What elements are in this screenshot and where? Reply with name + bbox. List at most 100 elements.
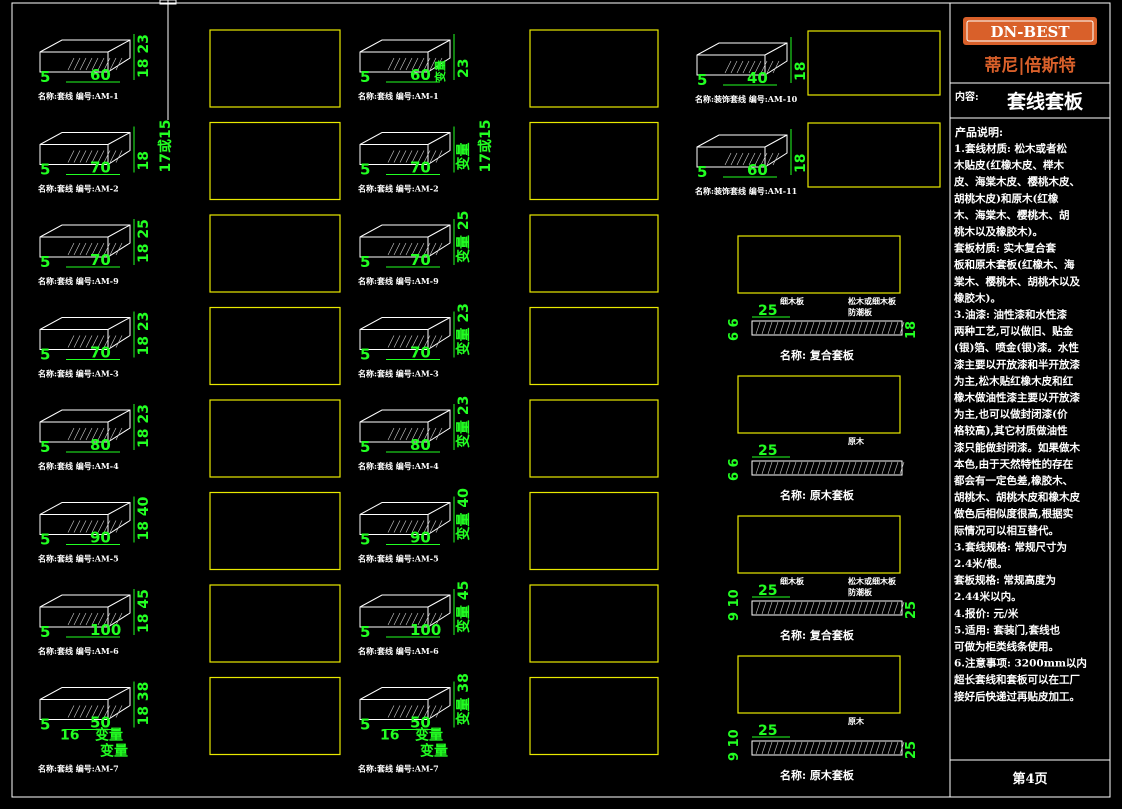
height-dim: 变量 40 xyxy=(455,488,472,541)
wood-grain xyxy=(73,335,81,348)
wood-grain xyxy=(845,321,851,335)
wood-grain xyxy=(742,152,750,166)
height-dim: 变量 25 xyxy=(455,211,472,263)
wood-grain xyxy=(405,612,413,626)
wood-grain xyxy=(73,520,81,533)
wood-grain xyxy=(103,335,111,348)
wood-grain xyxy=(724,60,732,74)
variable-dim: 变量 xyxy=(95,727,123,744)
height-dim: 18 38 xyxy=(136,682,152,726)
wood-grain xyxy=(423,242,431,256)
wood-grain xyxy=(730,60,738,74)
wood-grain xyxy=(429,612,437,626)
desc-line: 2.44米以内。 xyxy=(954,590,1022,603)
wood-grain xyxy=(869,461,875,475)
height-dim: 变量 23 xyxy=(455,303,472,355)
wood-grain xyxy=(85,150,93,163)
width-dim: 70 xyxy=(90,159,111,177)
wood-grain xyxy=(779,601,785,615)
wood-grain xyxy=(755,461,761,475)
wood-grain xyxy=(839,741,845,755)
wood-grain xyxy=(417,520,425,533)
wood-grain xyxy=(755,321,761,335)
wood-grain xyxy=(79,705,87,718)
depth-dim: 5 xyxy=(40,161,50,179)
wood-grain xyxy=(417,705,425,718)
wood-grain xyxy=(405,335,413,348)
profile-outline xyxy=(359,317,451,350)
content-label: 内容: xyxy=(955,90,979,103)
profile-edge xyxy=(107,224,131,238)
wood-grain xyxy=(109,335,117,348)
profile-edge xyxy=(427,687,451,700)
side-dim: 17或15 xyxy=(477,120,494,173)
image-placeholder xyxy=(209,584,341,663)
wood-grain xyxy=(411,427,419,441)
wood-grain xyxy=(91,150,99,163)
board-right-dim: 25 xyxy=(904,601,919,619)
wood-grain xyxy=(411,242,419,256)
wood-grain xyxy=(97,57,105,71)
image-placeholder xyxy=(209,121,341,201)
wood-grain xyxy=(815,321,821,335)
image-placeholder xyxy=(807,30,941,96)
board-note: 松木或细木板 xyxy=(848,576,897,586)
wood-grain xyxy=(405,150,413,163)
board-note: 原木 xyxy=(848,716,865,726)
wood-grain xyxy=(772,152,780,166)
board-right-dim: 18 xyxy=(904,321,919,339)
profile-outline xyxy=(39,132,131,165)
wood-grain xyxy=(766,60,774,74)
wood-grain xyxy=(887,601,893,615)
wood-grain xyxy=(387,612,395,626)
wood-grain xyxy=(387,242,395,256)
board-left-dim: 6 6 xyxy=(727,458,742,481)
wood-grain xyxy=(405,520,413,533)
desc-line: 套板规格: 常规高度为 xyxy=(953,574,1056,587)
profile-caption: 名称:装饰套线 编号:AM-11 xyxy=(695,186,797,196)
profile-edge xyxy=(427,224,451,238)
width-dim: 100 xyxy=(90,621,121,639)
depth-dim: 5 xyxy=(360,253,370,271)
height-dim: 18 23 xyxy=(136,34,152,78)
depth-dim: 5 xyxy=(697,163,707,181)
wood-grain xyxy=(893,321,899,335)
profile-edge xyxy=(764,134,788,148)
board-caption: 名称: 复合套板 xyxy=(780,348,855,362)
variable-dim: 变量 xyxy=(420,743,448,760)
wood-grain xyxy=(91,242,99,256)
wood-grain xyxy=(893,461,899,475)
wood-grain xyxy=(851,601,857,615)
wood-grain xyxy=(773,321,779,335)
profile-caption: 名称:套线 编号:AM-6 xyxy=(38,646,119,656)
height-dim: 18 45 xyxy=(136,589,152,633)
wood-grain xyxy=(742,60,750,74)
wood-grain xyxy=(779,461,785,475)
board-note: 防潮板 xyxy=(848,307,873,317)
wood-grain xyxy=(772,60,780,74)
profile-edge xyxy=(107,317,131,330)
depth-dim: 5 xyxy=(360,438,370,456)
wood-grain xyxy=(67,242,75,256)
wood-grain xyxy=(767,321,773,335)
wood-grain xyxy=(85,520,93,533)
width-dim: 70 xyxy=(410,251,431,269)
wood-grain xyxy=(91,427,99,441)
desc-line: 皮、海棠木皮、樱桃木皮、 xyxy=(953,175,1080,188)
wood-grain xyxy=(857,321,863,335)
height-dim: 23 xyxy=(456,59,472,78)
wood-grain xyxy=(67,705,75,718)
wood-grain xyxy=(399,150,407,163)
variable-dim: 变量 xyxy=(433,60,447,82)
wood-grain xyxy=(115,57,123,71)
wood-grain xyxy=(115,612,123,626)
wood-grain xyxy=(417,427,425,441)
depth-dim: 5 xyxy=(40,253,50,271)
profile-outline xyxy=(39,594,131,628)
wood-grain xyxy=(115,705,123,718)
